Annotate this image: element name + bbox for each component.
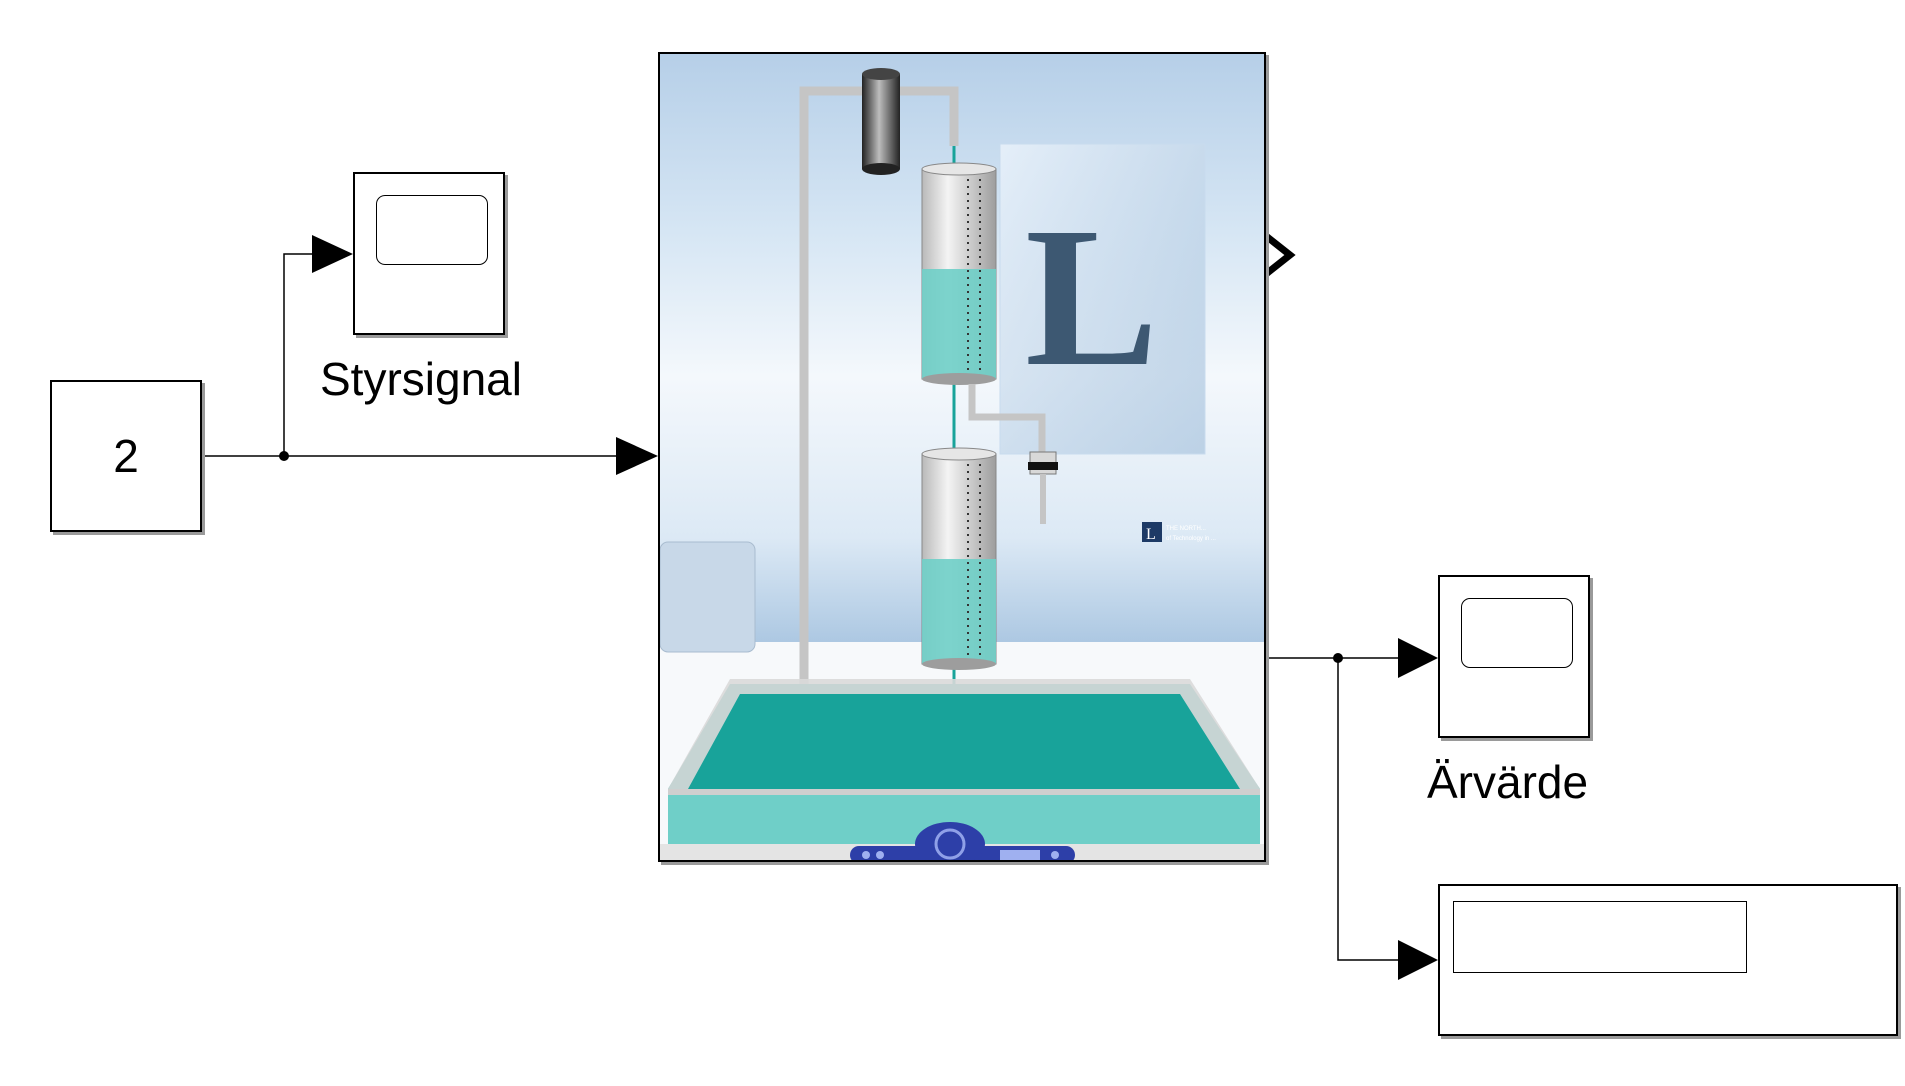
- arrow-styrsignal-in: [312, 235, 353, 273]
- scope-block-styrsignal[interactable]: [353, 172, 505, 335]
- constant-block[interactable]: 2: [50, 380, 202, 532]
- small-ice-cube-icon: [660, 541, 756, 653]
- scope-label-styrsignal[interactable]: Styrsignal: [320, 353, 522, 405]
- constant-value: 2: [113, 430, 139, 482]
- display-screen-icon: [1453, 901, 1747, 973]
- scope-label-arvarde[interactable]: Ärvärde: [1427, 756, 1589, 808]
- display-block[interactable]: [1438, 884, 1898, 1036]
- arrow-arvarde-in: [1398, 638, 1438, 678]
- arrow-anim-in: [616, 437, 658, 475]
- scope-block-arvarde[interactable]: [1438, 575, 1590, 738]
- basin: [668, 679, 1260, 844]
- wire-to-styrsignal[interactable]: [283, 253, 318, 456]
- playback-controls[interactable]: [850, 822, 1075, 862]
- outlet-pipe: [968, 384, 1046, 452]
- tank-animation-scene: L L THE NORTH... of Technology in ...: [660, 68, 1264, 862]
- supply-pipe: [799, 86, 862, 754]
- output-port-chevron-icon: [1263, 233, 1296, 277]
- scope-screen-icon: [1461, 598, 1573, 668]
- university-logo-icon: [1142, 522, 1162, 542]
- logo-letter: L: [1025, 187, 1158, 408]
- upper-tank: [921, 162, 997, 385]
- arrow-display-in: [1398, 940, 1438, 980]
- wire-to-display[interactable]: [1337, 658, 1405, 961]
- svg-text:L: L: [1146, 526, 1156, 543]
- university-subtitle: of Technology in ...: [1166, 536, 1216, 542]
- pump-icon: [862, 74, 900, 169]
- branch-point-1: [279, 451, 289, 461]
- lower-tank: [921, 447, 997, 670]
- branch-point-2: [1333, 653, 1343, 663]
- university-name: THE NORTH...: [1166, 526, 1206, 532]
- tank-animation-block[interactable]: L L THE NORTH... of Technology in ...: [658, 52, 1266, 862]
- ice-block-icon: [999, 143, 1206, 455]
- scope-screen-icon: [376, 195, 488, 265]
